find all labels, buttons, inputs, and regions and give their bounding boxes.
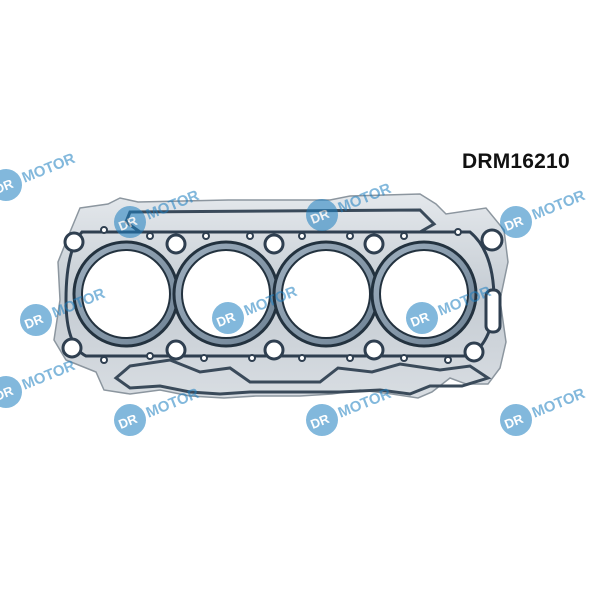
- product-code: DRM16210: [462, 150, 570, 173]
- cylinder-bores: [72, 240, 478, 348]
- cylinder-bore: [370, 240, 478, 348]
- bolt-holes: [61, 228, 504, 363]
- bolt-hole: [165, 233, 187, 255]
- brand-watermark: DR MOTOR: [500, 187, 588, 238]
- svg-text:DR: DR: [308, 206, 332, 227]
- svg-text:MOTOR: MOTOR: [530, 187, 588, 224]
- bolt-hole: [61, 337, 83, 359]
- bolt-hole: [165, 339, 187, 361]
- bolt-hole: [63, 231, 85, 253]
- svg-text:MOTOR: MOTOR: [530, 385, 588, 422]
- bolt-hole: [363, 339, 385, 361]
- side-slot: [484, 288, 502, 334]
- bottom-channel: [113, 358, 492, 396]
- cylinder-bore: [272, 240, 380, 348]
- svg-text:MOTOR: MOTOR: [20, 357, 78, 394]
- cylinder-bore: [72, 240, 180, 348]
- bolt-hole: [263, 339, 285, 361]
- brand-watermark: DR MOTOR: [500, 385, 588, 436]
- svg-text:DR: DR: [22, 311, 46, 332]
- bolt-hole: [363, 233, 385, 255]
- svg-text:DR: DR: [116, 213, 140, 234]
- svg-text:DR: DR: [502, 213, 526, 234]
- svg-text:DR: DR: [502, 411, 526, 432]
- brand-watermark: DR MOTOR: [0, 357, 78, 408]
- svg-text:DR: DR: [308, 411, 332, 432]
- bolt-hole: [480, 228, 504, 252]
- coolant-holes: [100, 226, 462, 364]
- brand-watermark: DR MOTOR: [306, 180, 394, 231]
- svg-text:DR: DR: [214, 309, 238, 330]
- svg-text:DR: DR: [116, 411, 140, 432]
- bolt-hole: [263, 233, 285, 255]
- svg-text:DR: DR: [408, 309, 432, 330]
- brand-watermark: DR MOTOR: [0, 150, 78, 201]
- bolt-hole: [463, 341, 485, 363]
- svg-text:MOTOR: MOTOR: [20, 150, 78, 187]
